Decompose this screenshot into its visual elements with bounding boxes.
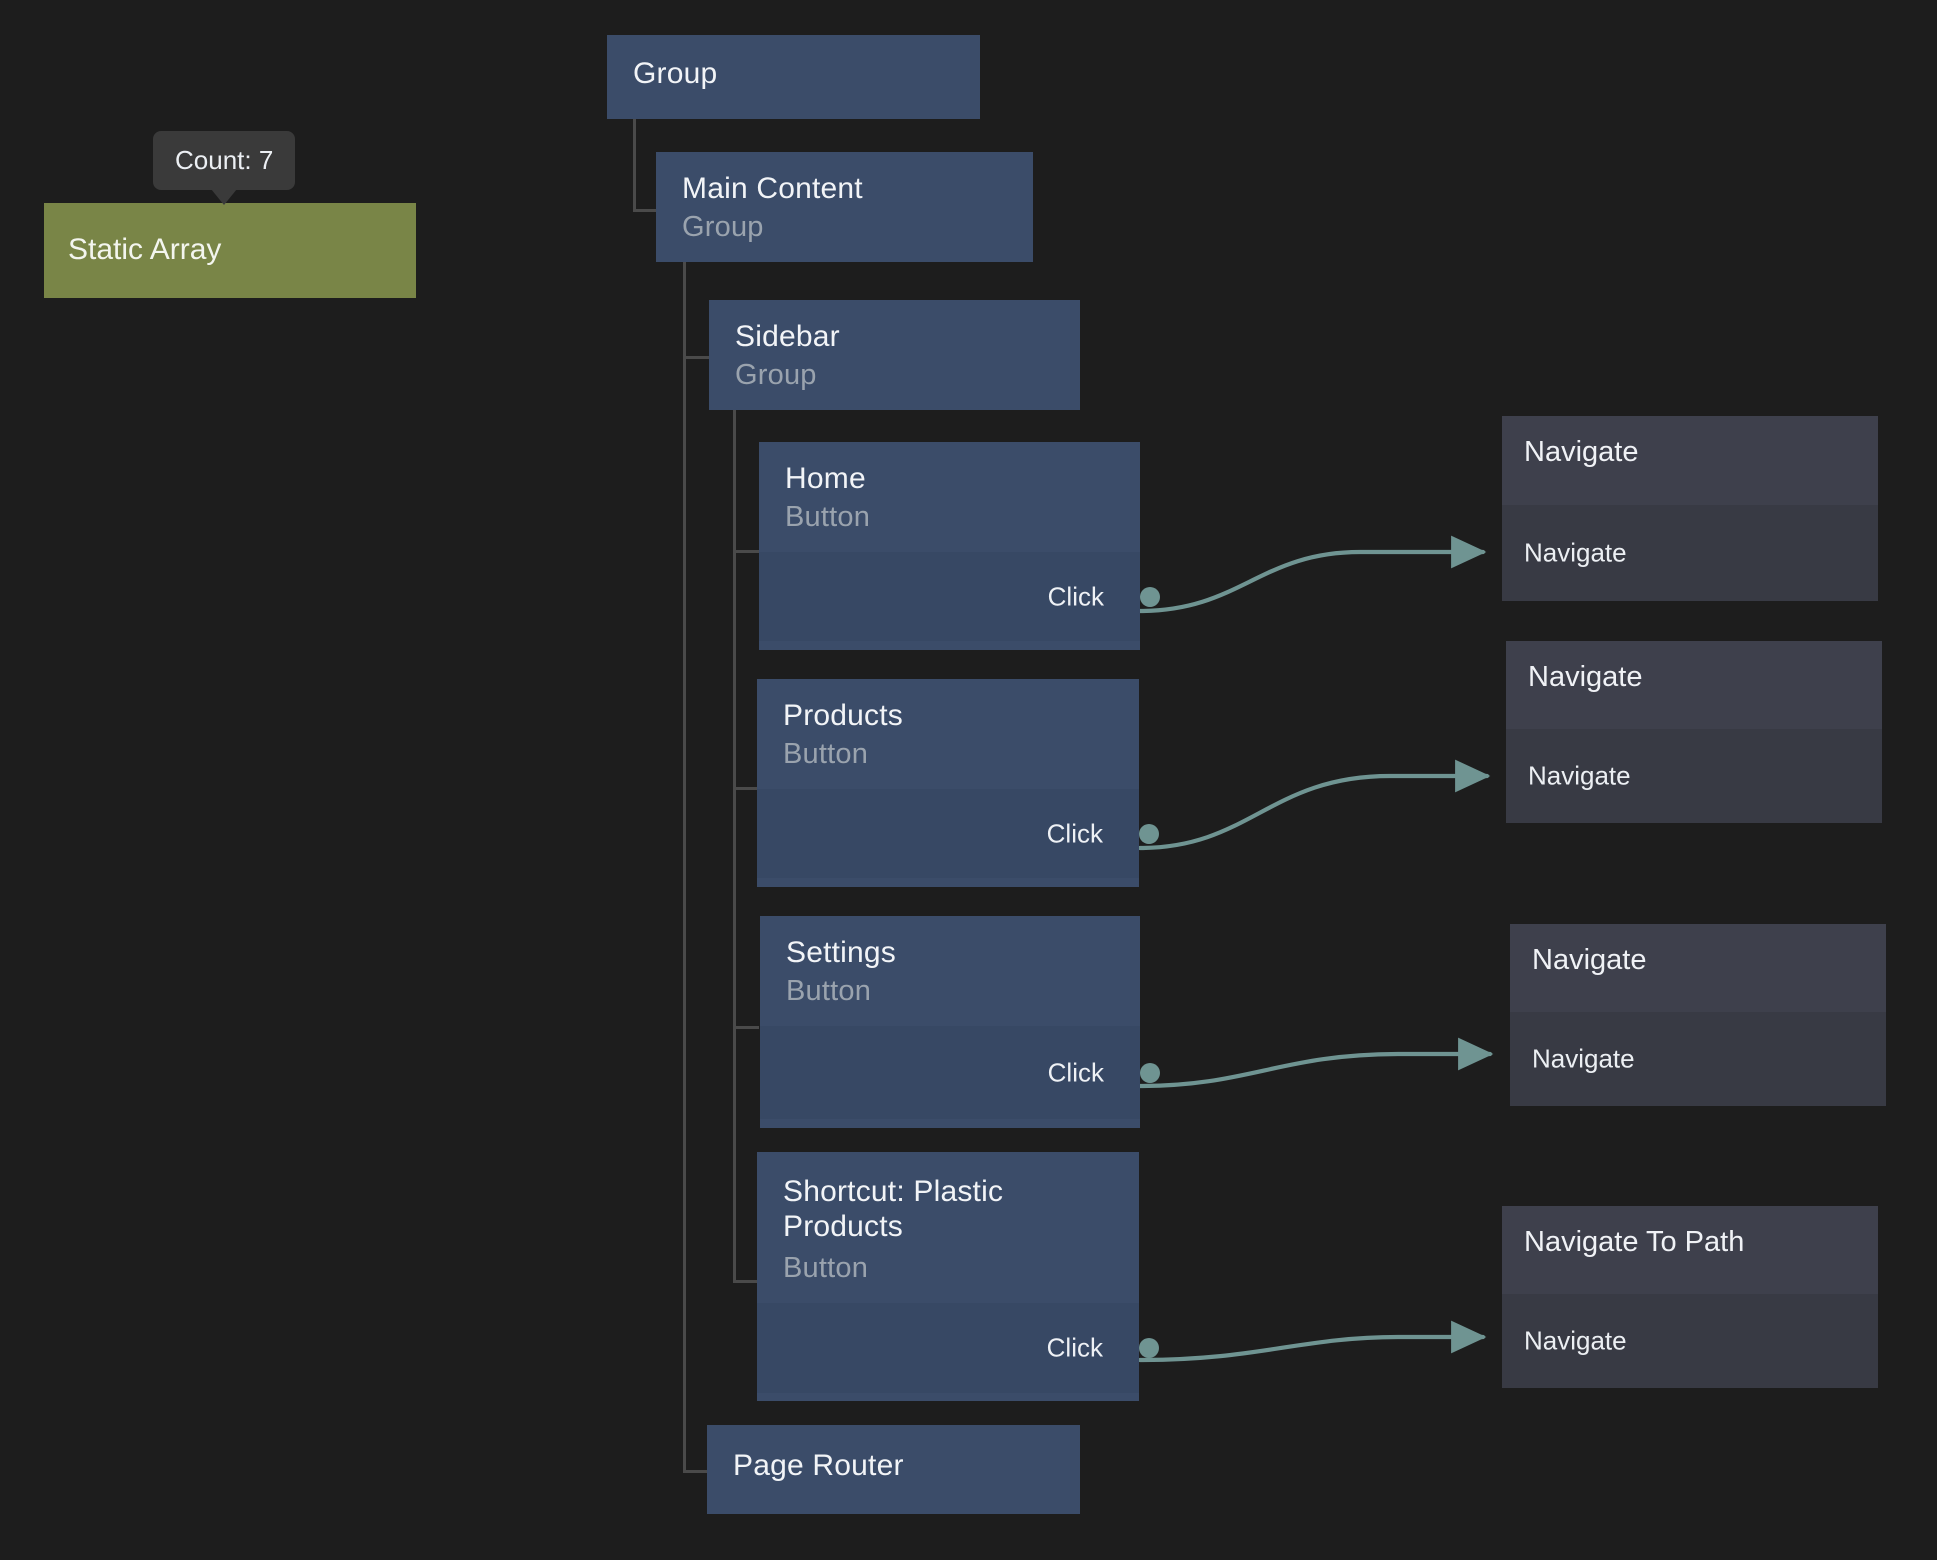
node-main-content[interactable]: Main Content Group: [656, 152, 1033, 262]
count-tooltip: Count: 7: [153, 131, 296, 205]
node-group-title: Group: [633, 57, 718, 90]
tree-line-stub: [733, 787, 759, 790]
node-navigate-2[interactable]: Navigate Navigate: [1506, 641, 1882, 823]
tooltip-arrow-icon: [211, 189, 238, 205]
node-navigate-to-path-port-label: Navigate: [1524, 1325, 1627, 1356]
node-products[interactable]: Products Button Click: [757, 679, 1159, 887]
node-home[interactable]: Home Button Click: [759, 442, 1160, 650]
node-page-router-title: Page Router: [733, 1449, 904, 1482]
node-shortcut-title: Shortcut: Plastic Products: [783, 1175, 1004, 1244]
node-navigate-2-title: Navigate: [1528, 661, 1643, 693]
tree-line-vertical: [683, 356, 686, 1473]
node-settings-port-row: Click: [760, 1026, 1160, 1119]
node-static-array[interactable]: Static Array: [44, 203, 416, 298]
node-page-router-header: Page Router: [707, 1425, 1080, 1501]
node-settings-title: Settings: [786, 936, 896, 969]
node-products-port-label: Click: [1046, 818, 1103, 849]
node-main-content-header: Main Content Group: [656, 152, 1033, 262]
tree-line-stub: [633, 209, 657, 212]
node-navigate-1-body: Navigate: [1502, 505, 1878, 601]
node-sidebar-header: Sidebar Group: [709, 300, 1080, 410]
node-navigate-3-port-label: Navigate: [1532, 1043, 1635, 1074]
node-main-content-subtitle: Group: [682, 211, 764, 243]
node-navigate-3[interactable]: Navigate Navigate: [1510, 924, 1886, 1106]
node-home-port-label: Click: [1047, 581, 1104, 612]
node-products-port-dot[interactable]: [1139, 823, 1159, 844]
node-navigate-3-body: Navigate: [1510, 1012, 1886, 1106]
edge-shortcut-to-navigate: [1137, 1320, 1487, 1363]
node-products-port-row: Click: [757, 789, 1159, 878]
count-tooltip-label: Count: 7: [175, 145, 274, 175]
node-shortcut-port-dot[interactable]: [1139, 1338, 1159, 1359]
tree-line-stub: [733, 1280, 759, 1283]
node-settings[interactable]: Settings Button Click: [760, 916, 1160, 1128]
node-shortcut-body: Click: [757, 1303, 1159, 1394]
node-home-port-dot[interactable]: [1140, 586, 1160, 607]
node-navigate-to-path-title: Navigate To Path: [1524, 1226, 1745, 1258]
node-home-header: Home Button: [759, 442, 1140, 552]
node-settings-subtitle: Button: [786, 975, 872, 1007]
node-sidebar-title: Sidebar: [735, 320, 840, 353]
node-products-title: Products: [783, 699, 903, 732]
node-home-port-row: Click: [759, 552, 1160, 641]
tree-line-stub: [683, 1470, 709, 1473]
node-group[interactable]: Group: [607, 35, 980, 119]
tree-line-stub: [733, 1026, 759, 1029]
node-settings-body: Click: [760, 1026, 1160, 1120]
static-array-title: Static Array: [68, 233, 222, 266]
node-shortcut-port-row: Click: [757, 1303, 1159, 1393]
tree-line-stub: [683, 356, 709, 359]
tree-line-stub: [733, 550, 759, 553]
node-main-content-title: Main Content: [682, 172, 863, 205]
node-products-header: Products Button: [757, 679, 1139, 789]
node-page-router[interactable]: Page Router: [707, 1425, 1080, 1514]
node-sidebar[interactable]: Sidebar Group: [709, 300, 1080, 410]
node-navigate-to-path-header: Navigate To Path: [1502, 1206, 1878, 1294]
node-home-subtitle: Button: [785, 501, 871, 533]
tree-line-vertical: [633, 119, 636, 212]
node-navigate-3-title: Navigate: [1532, 944, 1647, 976]
node-navigate-1[interactable]: Navigate Navigate: [1502, 416, 1878, 601]
edge-settings-to-navigate: [1137, 1037, 1494, 1089]
node-navigate-2-port-label: Navigate: [1528, 760, 1631, 791]
node-products-subtitle: Button: [783, 738, 869, 770]
node-navigate-2-header: Navigate: [1506, 641, 1882, 729]
node-home-body: Click: [759, 552, 1160, 642]
tree-line-vertical: [733, 406, 736, 1283]
node-settings-port-dot[interactable]: [1140, 1062, 1160, 1083]
edge-products-to-navigate: [1137, 759, 1491, 851]
tree-line-vertical: [683, 262, 686, 359]
node-settings-port-label: Click: [1047, 1057, 1104, 1088]
edge-home-to-navigate: [1137, 535, 1487, 614]
node-shortcut-plastic-products[interactable]: Shortcut: Plastic Products Button Click: [757, 1152, 1159, 1401]
node-settings-header: Settings Button: [760, 916, 1140, 1026]
node-navigate-to-path-body: Navigate: [1502, 1294, 1878, 1388]
node-group-header: Group: [607, 35, 980, 109]
node-shortcut-header: Shortcut: Plastic Products Button: [757, 1152, 1139, 1303]
node-products-body: Click: [757, 789, 1159, 879]
node-navigate-3-header: Navigate: [1510, 924, 1886, 1012]
node-shortcut-port-label: Click: [1046, 1332, 1103, 1363]
node-navigate-1-port-label: Navigate: [1524, 537, 1627, 568]
node-navigate-2-body: Navigate: [1506, 729, 1882, 823]
node-shortcut-subtitle: Button: [783, 1251, 869, 1284]
node-navigate-1-header: Navigate: [1502, 416, 1878, 505]
node-sidebar-subtitle: Group: [735, 359, 817, 391]
node-home-title: Home: [785, 462, 866, 495]
node-navigate-1-title: Navigate: [1524, 436, 1639, 468]
node-navigate-to-path[interactable]: Navigate To Path Navigate: [1502, 1206, 1878, 1388]
